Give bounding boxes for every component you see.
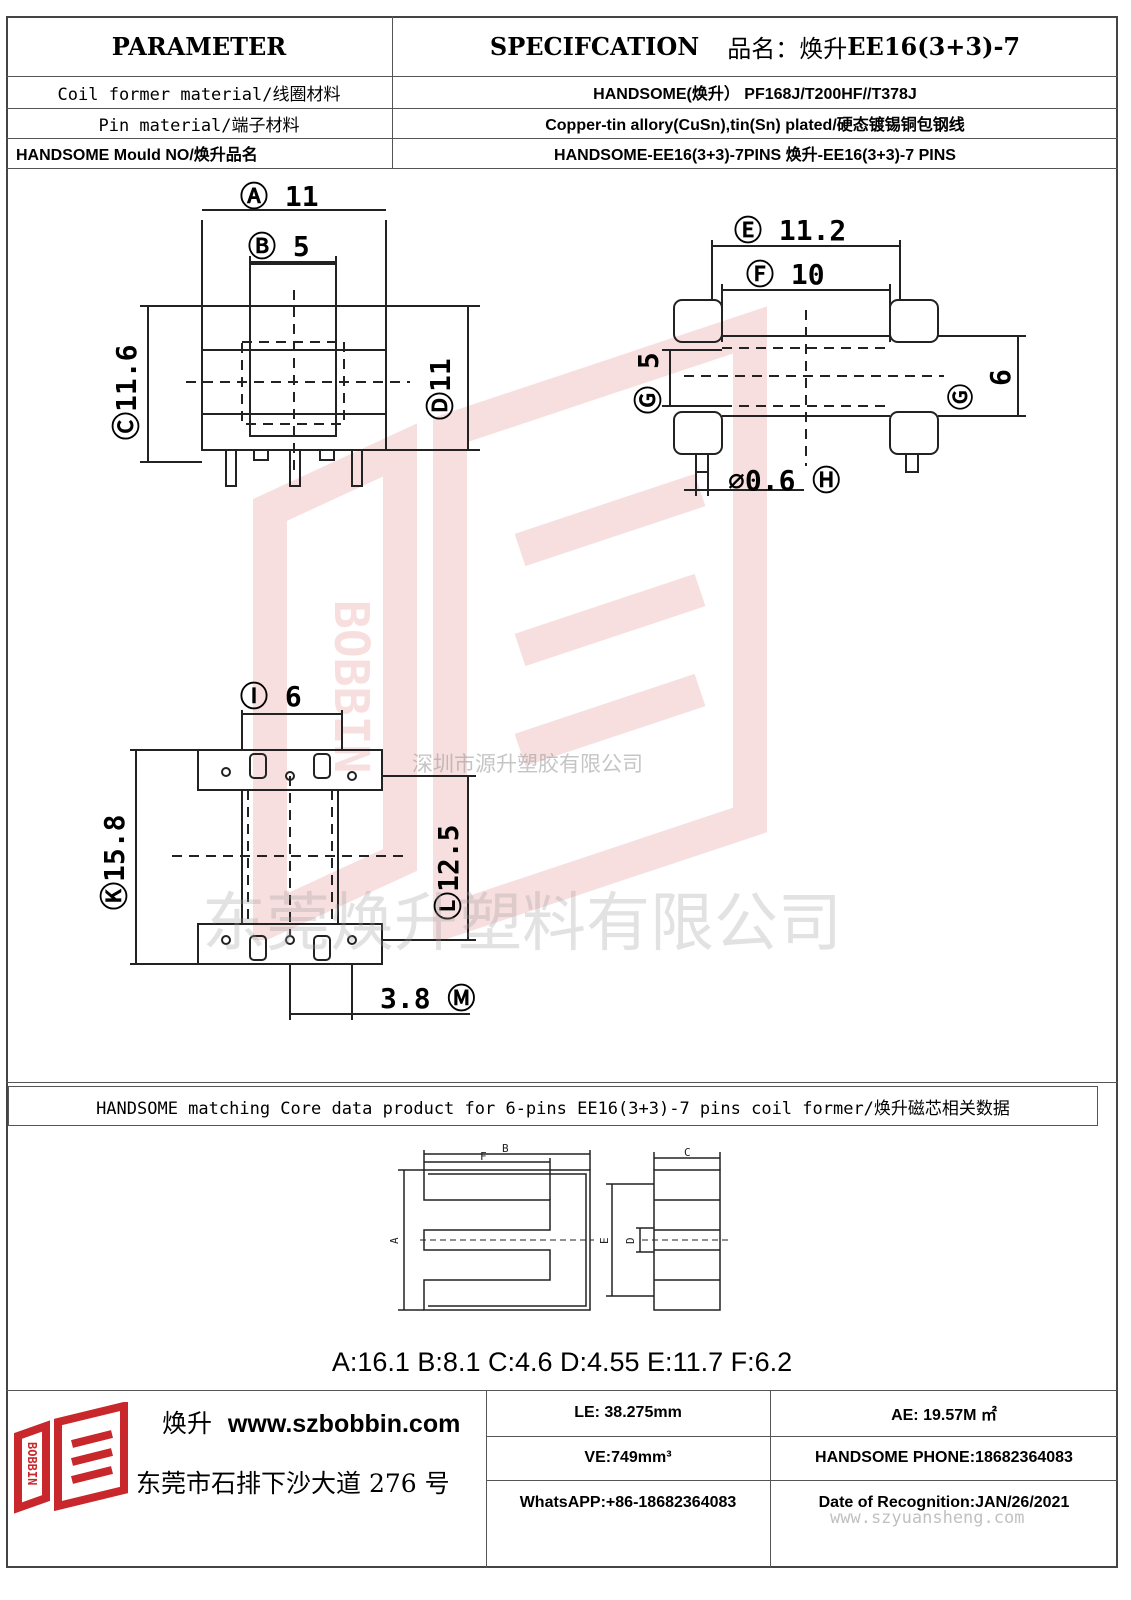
dim-g6: 6 <box>984 369 1017 386</box>
row-value-pin-material: Copper-tin allory(CuSn),tin(Sn) plated/硬… <box>545 117 965 134</box>
phone-value: HANDSOME PHONE:18682364083 <box>815 1449 1073 1466</box>
core-label-d: D <box>624 1237 637 1244</box>
brand-name: 焕升 <box>162 1409 213 1438</box>
dim-e: Ⓔ 11.2 <box>734 214 846 247</box>
bottom-view-drawing: Ⓘ 6 Ⓚ15.8 Ⓛ12.5 3.8 Ⓜ <box>98 680 476 1020</box>
website-link[interactable]: www.szbobbin.com <box>227 1410 461 1438</box>
row-label-mould-no: HANDSOME Mould NO/焕升品名 <box>16 147 258 164</box>
core-label-a: A <box>388 1237 401 1244</box>
dim-g5: Ⓖ 5 <box>632 352 665 414</box>
dim-f: Ⓕ 10 <box>746 258 825 291</box>
row-label-coil-material: Coil former material/线圈材料 <box>57 84 341 105</box>
ve-value: VE:749mm³ <box>584 1449 672 1466</box>
whatsapp-value: WhatsAPP:+86-18682364083 <box>519 1494 737 1511</box>
le-value: LE: 38.275mm <box>574 1404 682 1421</box>
product-code: EE16(3+3)-7 <box>847 31 1021 61</box>
parameter-heading: PARAMETER <box>111 31 287 61</box>
company-brand-website: 焕升 www.szbobbin.com <box>162 1404 460 1440</box>
core-label-c: C <box>684 1146 691 1159</box>
side-view-drawing: Ⓔ 11.2 Ⓕ 10 Ⓖ 5 6 Ⓖ ⌀0.6 Ⓗ <box>632 214 1026 497</box>
dim-a: Ⓐ 11 <box>240 180 319 213</box>
dim-g-marker: Ⓖ <box>946 384 977 410</box>
front-view-drawing: Ⓐ 11 Ⓑ 5 Ⓒ11.6 Ⓓ11 <box>110 180 480 487</box>
watermark-url: www.szyuansheng.com <box>830 1508 1025 1528</box>
logo-text: BOBBIN <box>25 1442 39 1485</box>
dim-l: Ⓛ12.5 <box>432 825 465 920</box>
row-value-coil-material: HANDSOME(焕升） PF168J/T200HF//T378J <box>593 86 917 103</box>
dim-d: Ⓓ11 <box>424 358 457 420</box>
watermark-company-small: 深圳市源升塑胶有限公司 <box>412 752 643 776</box>
core-label-f: F <box>480 1150 487 1163</box>
specification-heading: SPECIFCATION 品名：焕升 EE16(3+3)-7 <box>392 16 1118 76</box>
product-name-label: 品名：焕升 <box>727 34 848 63</box>
watermark-company-big: 东莞焕升塑料有限公司 <box>202 887 842 961</box>
dim-i: Ⓘ 6 <box>240 680 302 713</box>
row-label-pin-material: Pin material/端子材料 <box>98 115 300 136</box>
core-label-e: E <box>598 1237 611 1244</box>
core-label-b: B <box>502 1142 509 1155</box>
dim-k: Ⓚ15.8 <box>98 815 131 910</box>
company-logo: BOBBIN <box>14 1402 128 1514</box>
spec-label: SPECIFCATION <box>489 31 700 61</box>
core-dimensions: A:16.1 B:8.1 C:4.6 D:4.55 E:11.7 F:6.2 <box>331 1346 793 1377</box>
dim-m: 3.8 Ⓜ <box>380 982 475 1015</box>
dim-c: Ⓒ11.6 <box>110 345 143 440</box>
row-value-mould-no: HANDSOME-EE16(3+3)-7PINS 焕升-EE16(3+3)-7 … <box>554 147 956 164</box>
dim-b: Ⓑ 5 <box>248 230 310 263</box>
watermark-logo-text: BOBBIN <box>323 600 379 773</box>
dim-h: ⌀0.6 Ⓗ <box>728 464 840 497</box>
core-data-title: HANDSOME matching Core data product for … <box>8 1086 1098 1126</box>
date-value: Date of Recognition:JAN/26/2021 <box>818 1494 1070 1511</box>
watermark-logo: BOBBIN <box>253 306 767 940</box>
ae-value: AE: 19.57M ㎡ <box>891 1407 997 1424</box>
company-address: 东莞市石排下沙大道 276 号 <box>136 1469 450 1498</box>
core-diagram: B F C A E D <box>388 1142 732 1311</box>
spec-sheet <box>6 16 1118 1568</box>
